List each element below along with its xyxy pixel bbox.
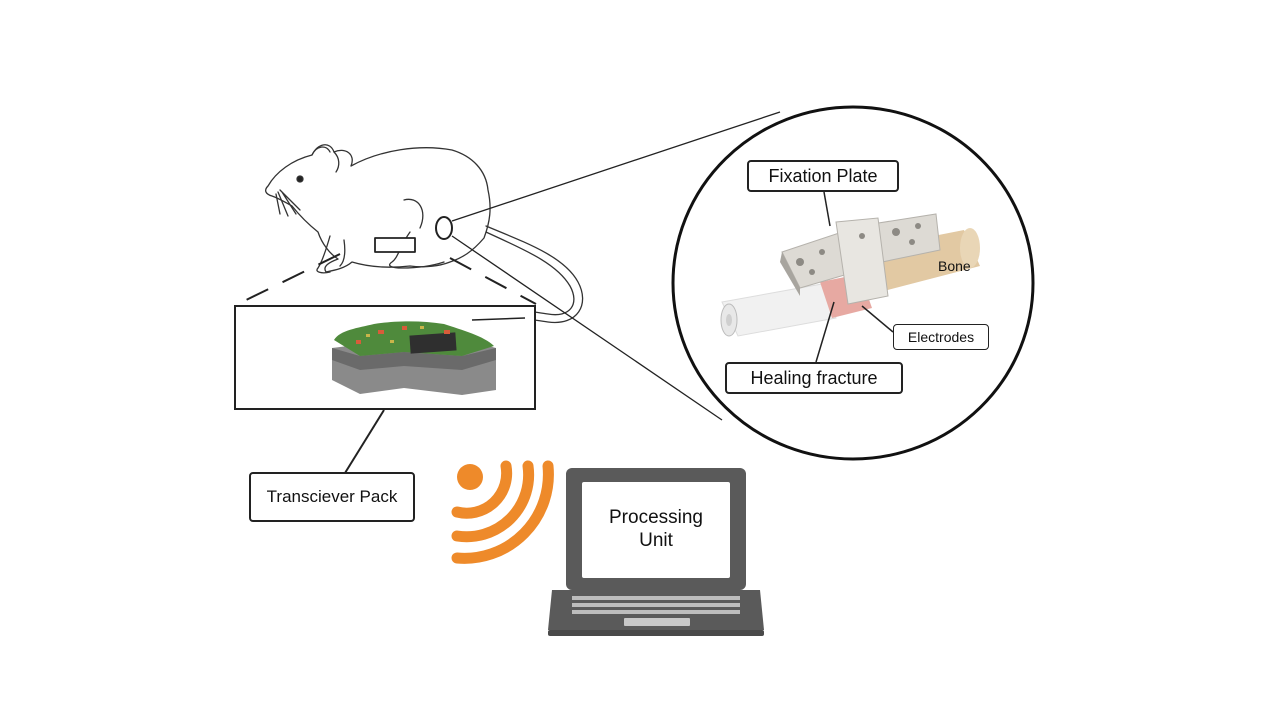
transceiver-connector [344,409,385,474]
healing-fracture-label: Healing fracture [725,362,903,394]
projection-lines [237,111,781,421]
bone-label: Bone [938,258,971,274]
leader-lines [815,191,894,363]
wireless-signal-icon [451,460,554,564]
processing-unit-label: Processing Unit [609,507,703,551]
bone-implant-illustration [720,213,980,337]
laptop-icon [548,468,764,636]
fixation-plate-label: Fixation Plate [747,160,899,192]
rat-illustration [265,144,584,324]
transceiver-pack-label: Transciever Pack [249,472,415,522]
circuit-board-illustration [332,317,526,395]
electrodes-label: Electrodes [893,324,989,350]
